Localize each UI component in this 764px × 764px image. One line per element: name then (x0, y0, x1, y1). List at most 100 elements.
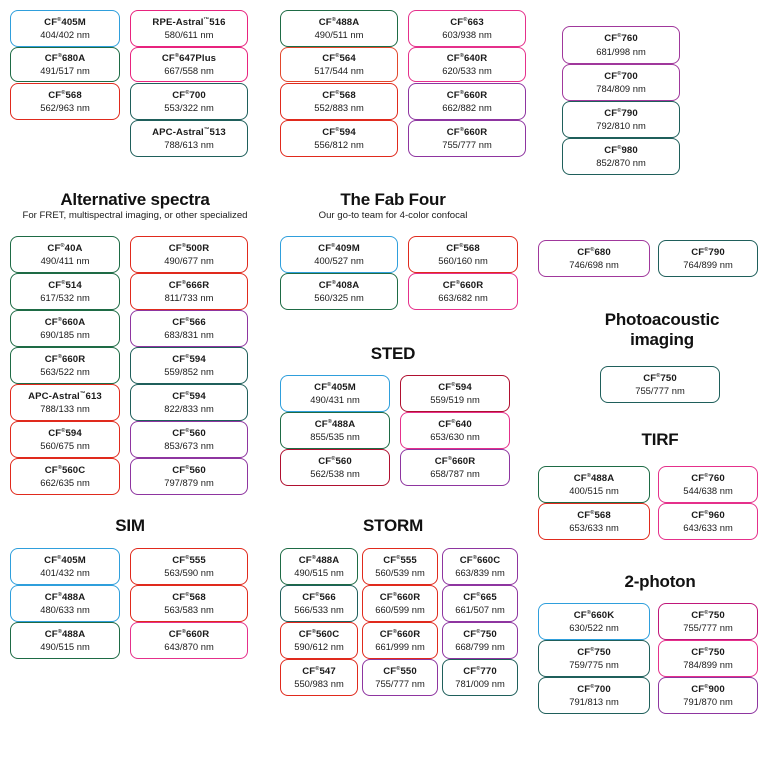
dye-spectra: 562/963 nm (40, 102, 90, 114)
dye-name: CF®594 (438, 381, 472, 393)
dye-name: CF®900 (691, 683, 725, 695)
dye-spectra: 853/673 nm (164, 440, 214, 452)
dye-name: CF®555 (172, 554, 206, 566)
dye-name: CF®660R (446, 89, 488, 101)
dye-spectra: 563/522 nm (40, 366, 90, 378)
dye-spectra: 404/402 nm (40, 29, 90, 41)
dye-name: CF®566 (172, 316, 206, 328)
dye-name: CF®750 (577, 646, 611, 658)
dye-name: CF®488A (298, 554, 340, 566)
dye-name: CF®488A (318, 16, 360, 28)
dye-name: CF®594 (172, 353, 206, 365)
dye-name: CF®555 (383, 554, 417, 566)
dye-name: CF®594 (48, 427, 82, 439)
dye-name: CF®660A (44, 316, 86, 328)
section-title-storm: STORM (362, 516, 424, 535)
dye-name: CF®488A (314, 418, 356, 430)
dye-spectra: 683/831 nm (164, 329, 214, 341)
dye-spectra: 661/999 nm (375, 641, 425, 653)
dye-spectra: 490/511 nm (314, 29, 364, 41)
dye-name: CF®409M (318, 242, 360, 254)
dye-name: CF®750 (643, 372, 677, 384)
dye-spectra: 560/325 nm (314, 292, 364, 304)
dye-spectra: 563/590 nm (164, 567, 214, 579)
dye-spectra: 617/532 nm (40, 292, 90, 304)
